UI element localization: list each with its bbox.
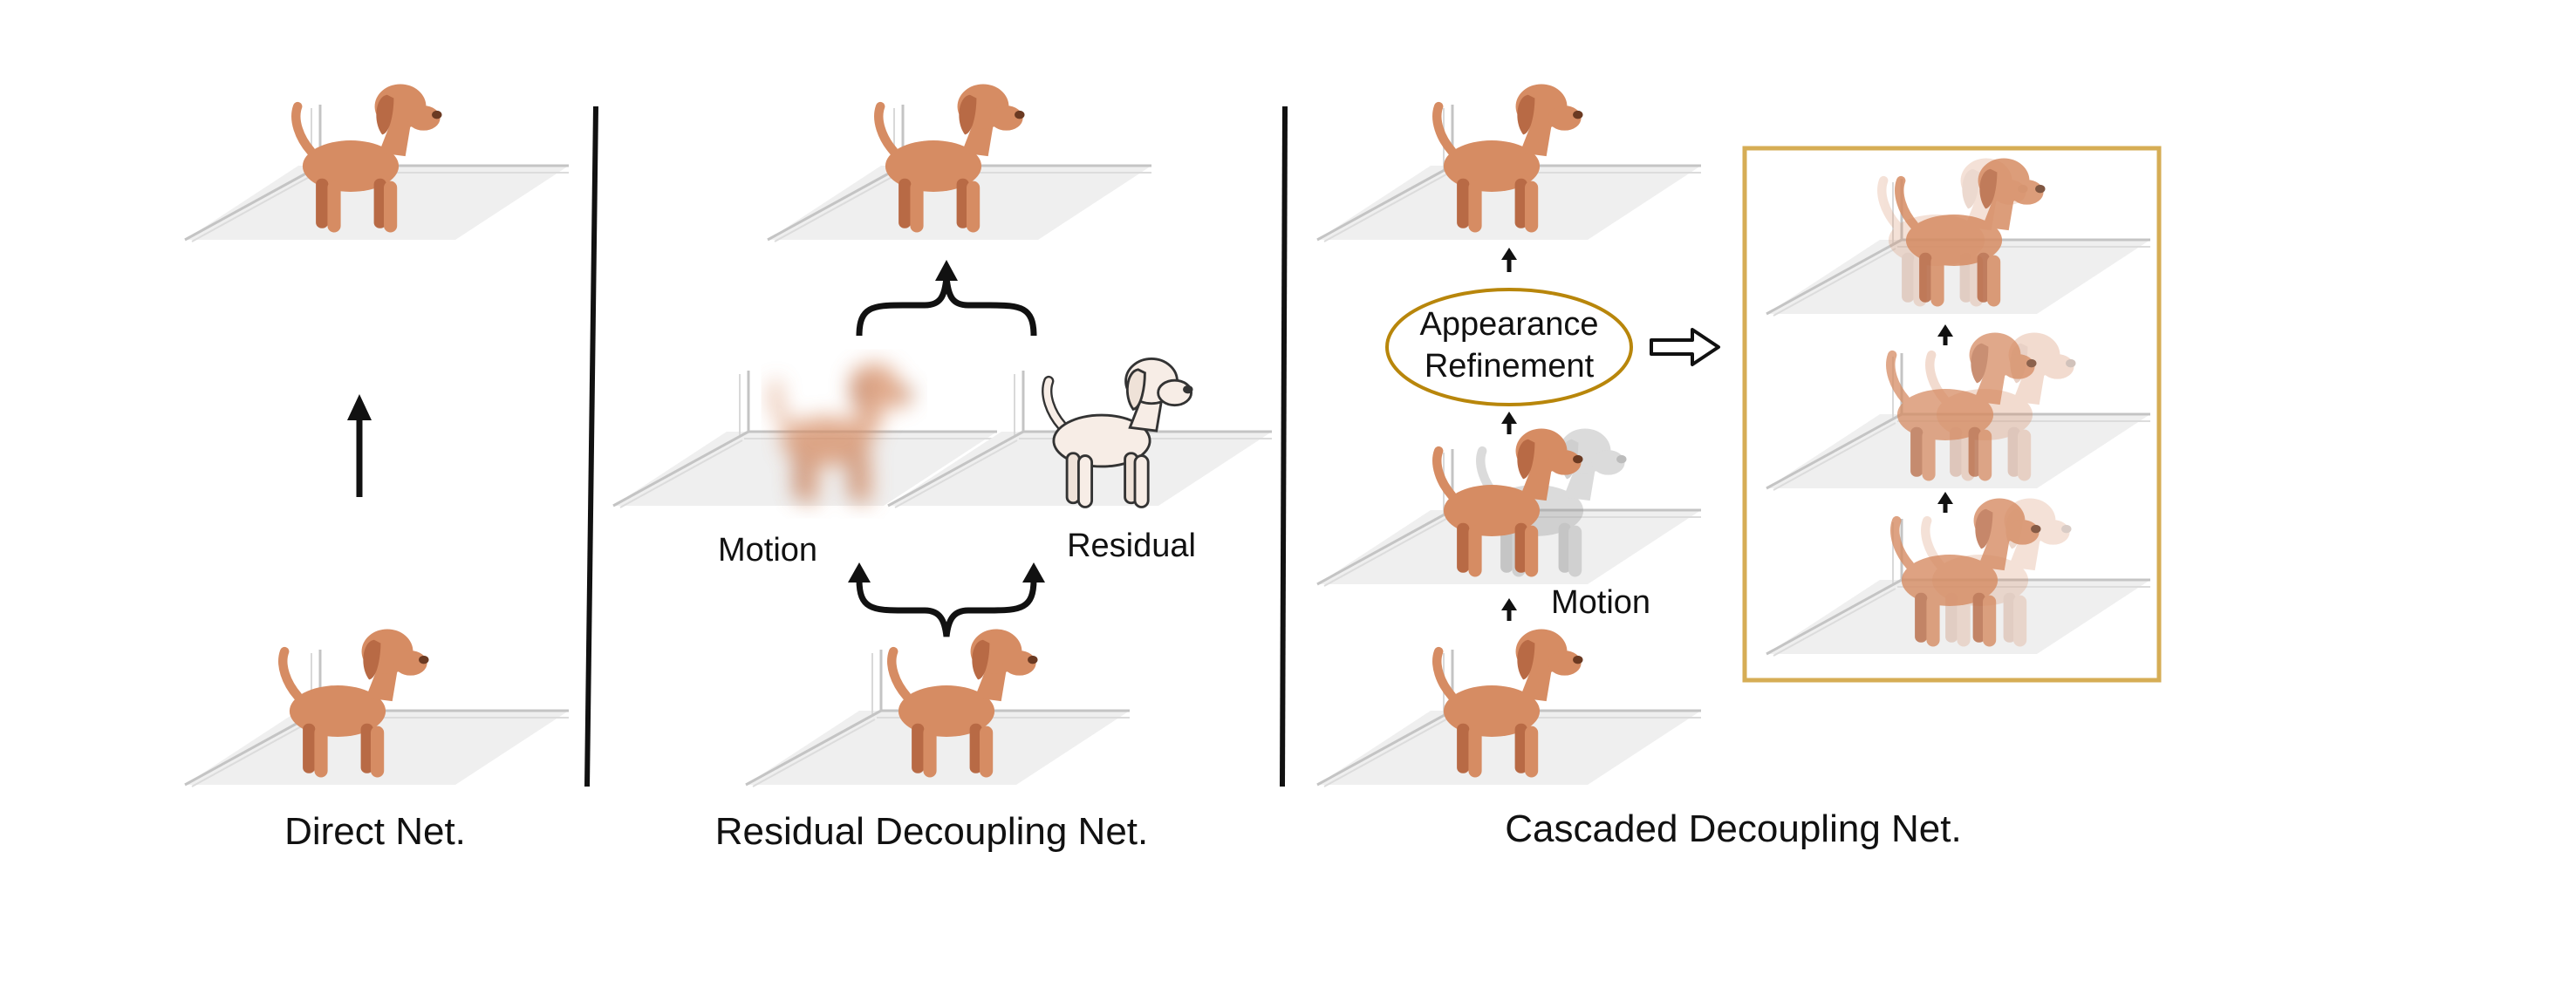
motion-label-left: Motion (718, 532, 817, 569)
appearance-refinement-node: Appearance Refinement (1385, 288, 1633, 406)
residual-net-label: Residual Decoupling Net. (715, 810, 1149, 853)
cascaded-net-label: Cascaded Decoupling Net. (1505, 807, 1961, 850)
divider-2 (1280, 106, 1288, 787)
motion-label-right: Motion (1551, 584, 1650, 621)
brace-icon (856, 260, 1037, 337)
divider-1 (584, 106, 598, 787)
arrow-up-icon (1501, 248, 1517, 272)
arrow-up-icon (1937, 324, 1953, 345)
hollow-arrow-right-icon (1650, 328, 1720, 366)
arrow-up-icon (1501, 598, 1517, 621)
residual-input-scene (744, 629, 1131, 788)
residual-net-panel: Motion Residual Residual Decoupling Net. (612, 84, 1274, 853)
progressive-refinement-box (1742, 146, 2162, 683)
brace-icon (848, 562, 1045, 637)
arrow-up-icon (1937, 492, 1953, 513)
appearance-label-line2: Refinement (1425, 348, 1595, 385)
cascaded-input-scene (1315, 629, 1703, 788)
residual-label: Residual (1067, 528, 1196, 564)
motion-intermediate-scene (1315, 428, 1703, 588)
direct-net-label: Direct Net. (284, 810, 466, 853)
direct-net-panel: Direct Net. (183, 84, 571, 853)
direct-input-scene (183, 629, 571, 788)
direct-output-scene (183, 84, 571, 243)
arrow-up-icon (347, 394, 372, 497)
cascaded-net-panel: Appearance Refinement Motion (1315, 84, 2162, 850)
cascaded-output-scene (1315, 84, 1703, 243)
appearance-label-line1: Appearance (1420, 306, 1599, 343)
residual-output-scene (766, 84, 1153, 243)
arrow-up-icon (1501, 412, 1517, 434)
